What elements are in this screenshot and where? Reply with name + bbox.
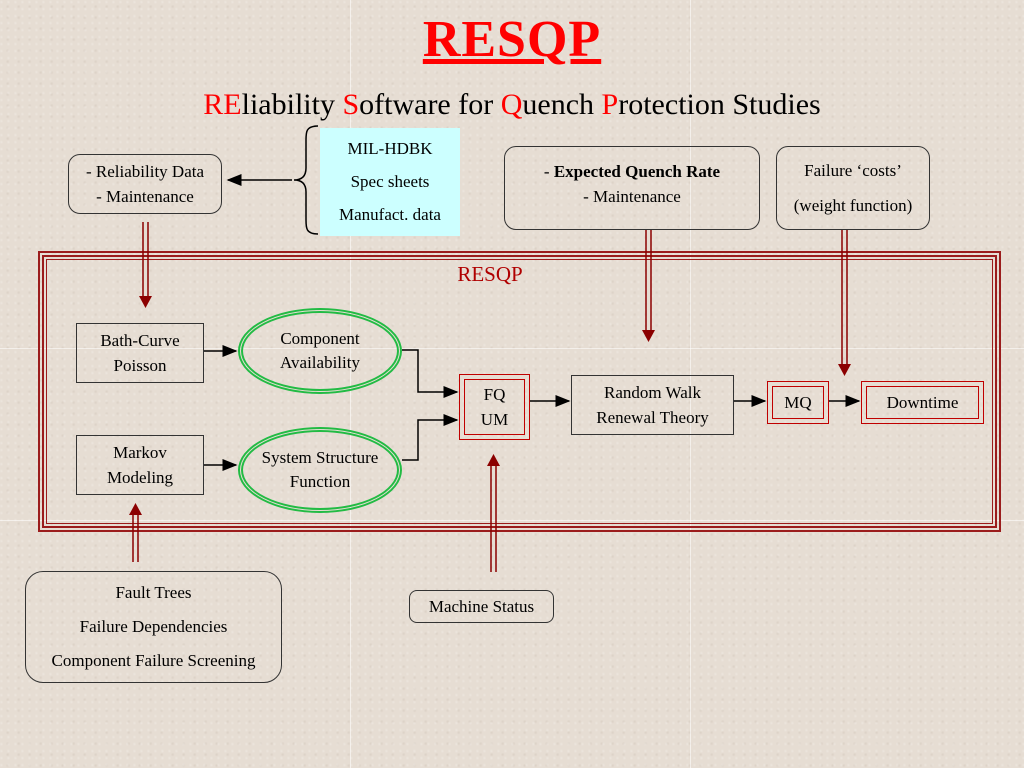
expected-quench-rate-label: Expected Quench Rate <box>553 162 721 181</box>
reliability-to-bath-arrow <box>142 222 149 298</box>
fault-to-markov-arrow <box>132 515 139 562</box>
markov-label: Markov <box>113 443 167 462</box>
machine-arrowhead <box>487 454 500 466</box>
mil-brace <box>293 125 319 235</box>
background-gridline <box>0 348 1024 349</box>
component-to-fqum-arrow <box>402 349 459 398</box>
failure-costs-label: Failure ‘costs’ <box>804 161 902 180</box>
machine-to-fqum-arrow <box>490 466 497 572</box>
reliability-data-box: - Reliability Data - Maintenance <box>68 154 222 214</box>
fq-label: FQ <box>483 385 506 404</box>
random-walk-label: Random Walk <box>603 383 701 402</box>
resqp-frame-label: RESQP <box>457 262 523 286</box>
um-label: UM <box>480 410 509 429</box>
subtitle-text: uench <box>522 88 602 121</box>
modeling-label: Modeling <box>106 468 174 487</box>
subtitle-initial-s: S <box>342 88 360 121</box>
failure-dependencies-label: Failure Dependencies <box>79 617 228 636</box>
system-structure-label: System Structure <box>261 448 379 467</box>
renewal-theory-label: Renewal Theory <box>596 408 709 427</box>
spec-sheets-label: Spec sheets <box>350 171 430 191</box>
background-gridline <box>690 0 691 768</box>
maintenance-label: - Maintenance <box>583 187 681 206</box>
subtitle-text: rotection Studies <box>618 88 821 121</box>
background-gridline <box>0 520 1024 521</box>
maintenance-label: - Maintenance <box>96 187 194 206</box>
resqp-frame-inner <box>46 259 993 524</box>
failure-costs-box: Failure ‘costs’ (weight function) <box>776 146 930 230</box>
mq-label: MQ <box>784 393 812 412</box>
availability-label: Availability <box>280 353 360 372</box>
bath-curve-label: Bath-Curve <box>100 331 180 350</box>
poisson-label: Poisson <box>113 356 167 375</box>
page-subtitle: REliability Software for Quench Protecti… <box>0 88 1024 122</box>
subtitle-text: liability <box>241 88 343 121</box>
random-walk-box: Random Walk Renewal Theory <box>571 375 734 435</box>
reliability-arrowhead <box>139 296 152 308</box>
downtime-label: Downtime <box>886 393 959 412</box>
expected-quench-rate-line: - Expected Quench Rate <box>544 159 720 184</box>
machine-status-box: Machine Status <box>409 590 554 623</box>
component-availability-oval: Component Availability <box>238 308 402 394</box>
system-to-fqum-arrow <box>402 414 459 461</box>
mil-hdbk-label: MIL-HDBK <box>347 138 433 158</box>
expected-quench-rate-box: - Expected Quench Rate - Maintenance <box>504 146 760 230</box>
fq-um-box: FQ UM <box>459 374 530 440</box>
mil-hdbk-box: MIL-HDBK Spec sheets Manufact. data <box>320 128 460 236</box>
subtitle-initial-re: RE <box>203 88 242 121</box>
component-label: Component <box>280 329 360 348</box>
failure-arrowhead <box>838 364 851 376</box>
manufact-data-label: Manufact. data <box>339 205 441 225</box>
reliability-data-label: - Reliability Data <box>85 162 205 181</box>
bath-curve-box: Bath-Curve Poisson <box>76 323 204 383</box>
weight-function-label: (weight function) <box>793 196 913 215</box>
subtitle-initial-q: Q <box>500 88 523 121</box>
resqp-frame <box>38 251 1001 532</box>
subtitle-text: oftware for <box>359 88 501 121</box>
subtitle-initial-p: P <box>601 88 619 121</box>
failure-to-mq-arrow <box>841 230 848 366</box>
quench-prefix: - <box>543 162 554 181</box>
page-title: RESQP <box>422 11 602 68</box>
function-label: Function <box>289 472 351 491</box>
quench-to-frame-arrow <box>645 230 652 332</box>
quench-arrowhead <box>642 330 655 342</box>
component-failure-screening-label: Component Failure Screening <box>51 651 256 670</box>
downtime-box: Downtime <box>861 381 984 424</box>
markov-modeling-box: Markov Modeling <box>76 435 204 495</box>
fault-trees-label: Fault Trees <box>115 583 192 602</box>
fault-arrowhead <box>129 503 142 515</box>
machine-status-label: Machine Status <box>428 597 535 616</box>
mq-box: MQ <box>767 381 829 424</box>
system-structure-oval: System Structure Function <box>238 427 402 513</box>
fault-trees-box: Fault Trees Failure Dependencies Compone… <box>25 571 282 683</box>
